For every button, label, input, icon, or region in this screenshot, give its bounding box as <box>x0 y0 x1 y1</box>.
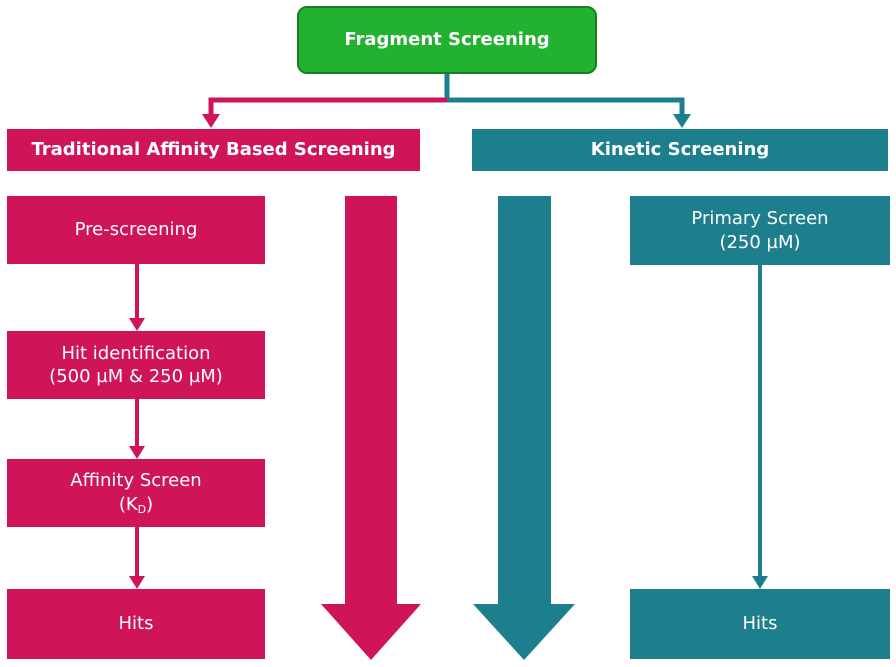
pre-screening-label: Pre-screening <box>74 219 198 241</box>
connector-affinity-to-hits-arrowhead <box>129 576 145 589</box>
hit-identification-label: Hit identification <box>61 342 211 364</box>
primary-screen-node: Primary Screen (250 µM) <box>630 196 890 265</box>
fragment-screening-node: Fragment Screening <box>297 6 597 74</box>
connector-hit-to-affinity-arrowhead <box>129 446 145 459</box>
kinetic-hits-node: Hits <box>630 589 890 659</box>
traditional-hits-label: Hits <box>118 613 154 635</box>
traditional-screening-header-label: Traditional Affinity Based Screening <box>31 139 396 161</box>
pre-screening-node: Pre-screening <box>7 196 265 264</box>
kd-subscript: D <box>137 502 147 516</box>
affinity-screen-node: Affinity Screen (KD) <box>7 459 265 527</box>
affinity-screen-kd: (KD) <box>119 493 153 517</box>
primary-screen-label: Primary Screen <box>691 208 829 230</box>
hit-identification-node: Hit identification (500 µM & 250 µM) <box>7 331 265 399</box>
connector-pre-to-hit-arrowhead <box>129 318 145 331</box>
kinetic-branch-arrowhead <box>673 114 691 128</box>
kd-open: (K <box>118 493 138 515</box>
kinetic-screening-header: Kinetic Screening <box>472 129 888 171</box>
kd-close: ) <box>146 493 154 515</box>
affinity-screen-label: Affinity Screen <box>70 470 202 492</box>
kinetic-screening-header-label: Kinetic Screening <box>590 139 770 161</box>
traditional-screening-header: Traditional Affinity Based Screening <box>7 129 420 171</box>
connector-primary-to-hits-arrowhead <box>752 576 768 589</box>
kinetic-hits-label: Hits <box>742 613 778 635</box>
traditional-branch-arrowhead <box>202 114 220 128</box>
kinetic-flow-big-arrow <box>473 196 575 660</box>
traditional-flow-big-arrow <box>321 196 421 660</box>
fragment-screening-label: Fragment Screening <box>344 29 550 51</box>
traditional-hits-node: Hits <box>7 589 265 659</box>
traditional-branch-line <box>208 97 447 120</box>
kinetic-branch-line <box>447 97 685 120</box>
primary-screen-concentration: (250 µM) <box>719 231 801 253</box>
hit-identification-concentrations: (500 µM & 250 µM) <box>49 366 223 387</box>
